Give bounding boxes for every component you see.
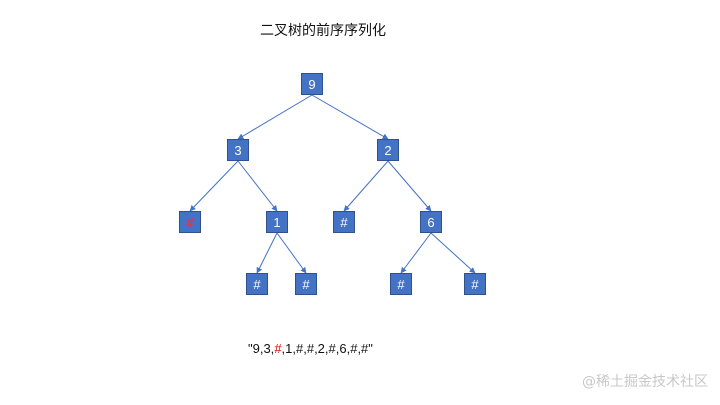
null-node: #	[295, 273, 317, 295]
edge-n6-h7	[430, 232, 476, 274]
null-node: #	[246, 273, 268, 295]
tree-node-2: 2	[377, 139, 399, 161]
null-node: #	[333, 211, 355, 233]
serialization-string: "9,3,#,1,#,#,2,#,6,#,#"	[248, 341, 373, 356]
edge-n2-n6	[387, 160, 432, 212]
edge-n3-h1	[189, 160, 239, 212]
serialization-prefix: "9,3,	[248, 341, 275, 356]
tree-node-6: 6	[420, 211, 442, 233]
edge-n6-h6	[400, 232, 432, 274]
tree-node-9: 9	[301, 73, 323, 95]
edge-n9-n3	[237, 94, 313, 140]
tree-node-1: 1	[266, 211, 288, 233]
serialization-highlight: #	[274, 341, 282, 356]
edge-n2-h3	[343, 160, 389, 212]
edge-n1-h4	[256, 232, 278, 274]
diagram-title: 二叉树的前序序列化	[260, 23, 386, 39]
serialization-suffix: ,1,#,#,2,#,6,#,#"	[281, 341, 373, 356]
null-node: #	[464, 273, 486, 295]
tree-node-3: 3	[227, 139, 249, 161]
watermark: @稀土掘金技术社区	[582, 374, 708, 390]
null-node: #	[179, 211, 201, 233]
edge-n9-n2	[311, 94, 389, 140]
edge-n3-n1	[237, 160, 278, 212]
edge-n1-h5	[276, 232, 307, 274]
null-node: #	[390, 273, 412, 295]
